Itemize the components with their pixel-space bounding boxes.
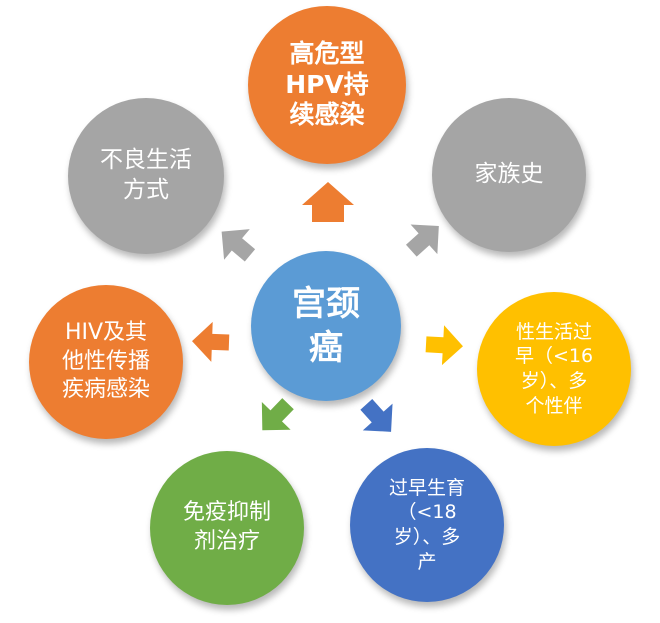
factor-label-early-birth: 过早生育 （<18 岁）、多 产 [388,476,465,573]
arrow-to-hiv [192,321,230,362]
arrow-to-family [405,224,439,257]
factor-node-immunosuppressant: 免疫抑制 剂治疗 [150,451,304,605]
factor-label-family-history: 家族史 [474,161,544,188]
factor-label-immunosuppressant: 免疫抑制 剂治疗 [182,500,271,554]
factor-node-hiv: HIV及其 他性传播 疾病感染 [29,285,183,439]
factor-node-lifestyle: 不良生活 方式 [68,98,224,254]
factor-node-early-sex: 性生活过 早（<16 岁）、多 个性伴 [477,292,631,446]
center-node-cervical-cancer: 宫颈 癌 [251,251,401,401]
arrow-to-hpv [302,182,354,222]
factor-label-hpv: 高危型 HPV持 续感染 [285,39,369,130]
factor-node-family-history: 家族史 [432,98,586,252]
factor-label-hiv: HIV及其 他性传播 疾病感染 [61,320,150,403]
factor-node-hpv: 高危型 HPV持 续感染 [248,6,406,164]
arrow-to-early-birth [360,398,393,432]
factor-label-lifestyle: 不良生活 方式 [100,147,192,203]
factor-node-early-birth: 过早生育 （<18 岁）、多 产 [350,448,504,602]
factor-label-early-sex: 性生活过 早（<16 岁）、多 个性伴 [514,320,594,417]
arrow-to-early-sex [425,325,463,366]
center-label: 宫颈 癌 [292,283,360,368]
arrow-to-immuno [261,398,294,431]
arrow-to-lifestyle [221,229,256,262]
